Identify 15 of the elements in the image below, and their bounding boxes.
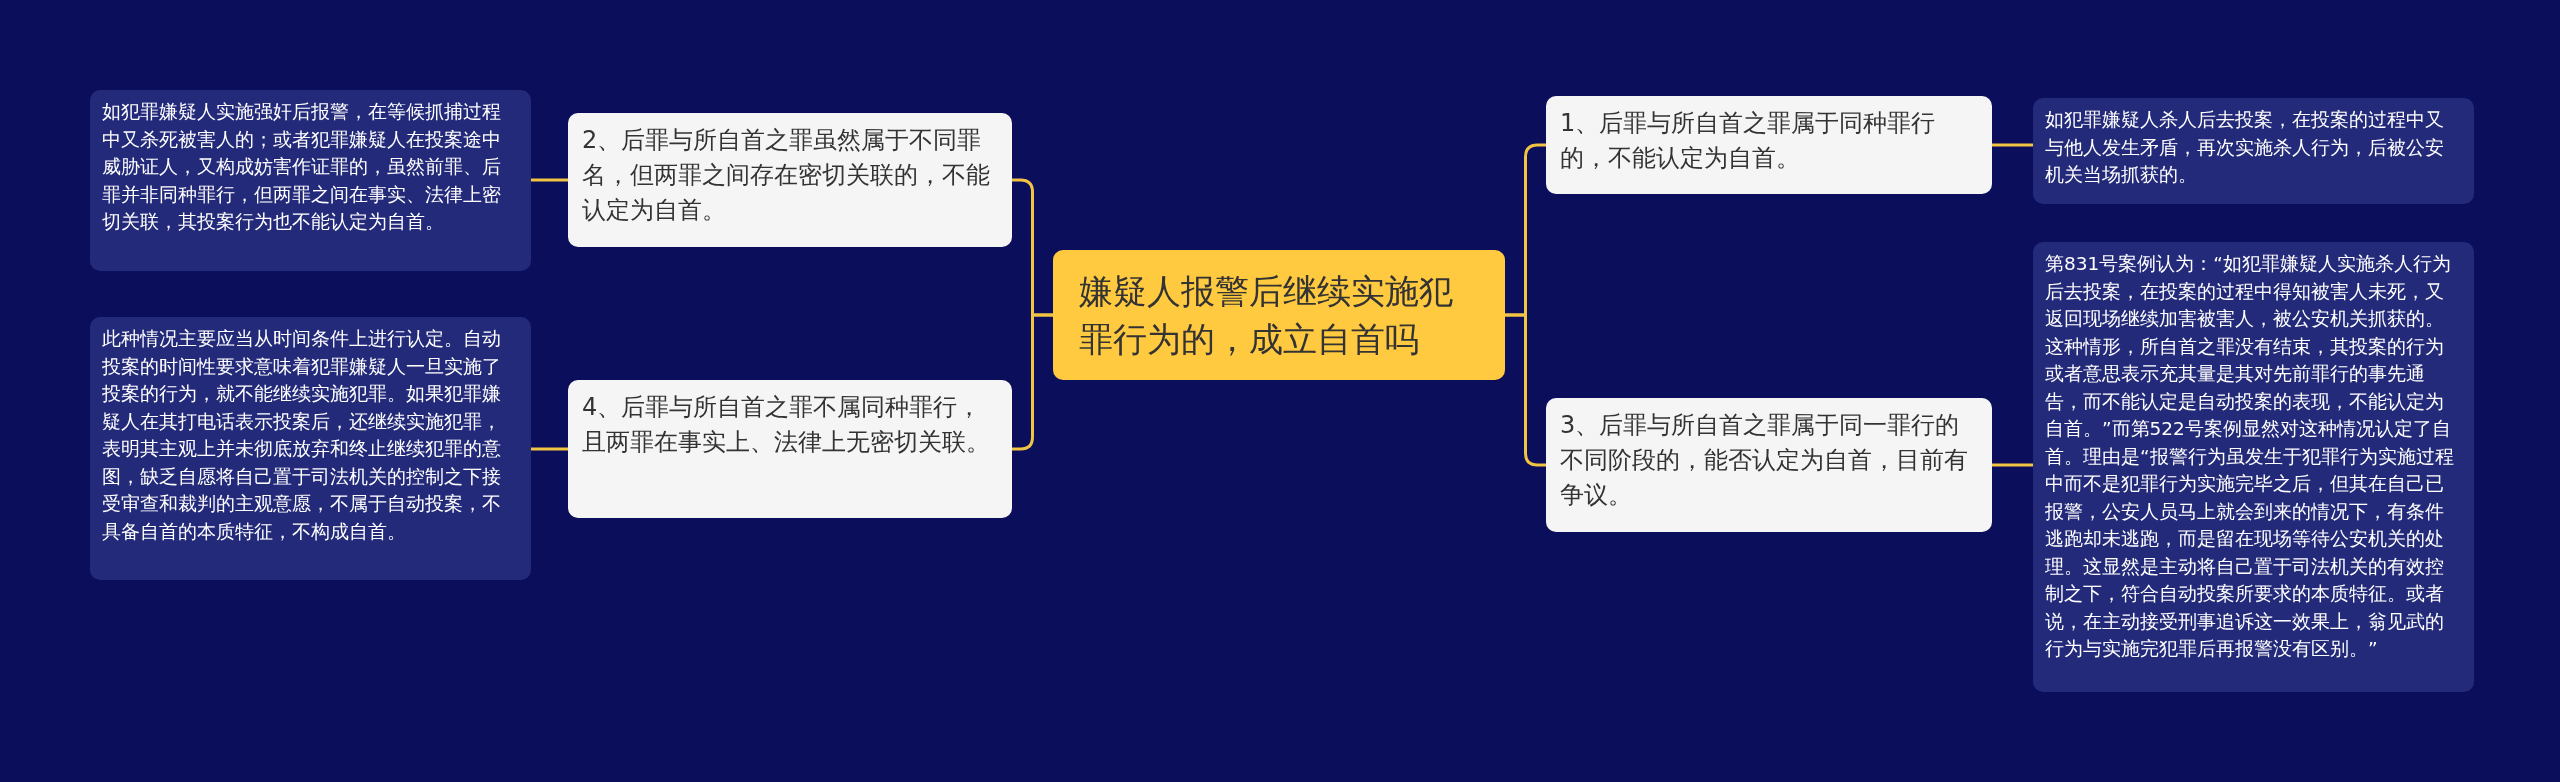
branch-box: 3、后罪与所自首之罪属于同一罪行的不同阶段的，能否认定为自首，目前有争议。 xyxy=(1546,398,1992,532)
note-box: 如犯罪嫌疑人实施强奸后报警，在等候抓捕过程中又杀死被害人的；或者犯罪嫌疑人在投案途中威胁证人，又构成妨害作证罪的，虽然前罪、后罪并非同种罪行，但两罪之间在事实、法律上密切关联，其投案行为也不能认定为自首。 xyxy=(90,90,531,271)
branch-box: 1、后罪与所自首之罪属于同种罪行的，不能认定为自首。 xyxy=(1546,96,1992,194)
connector-line xyxy=(1992,143,2033,147)
connector-line xyxy=(1012,313,1053,451)
connector-line xyxy=(531,447,568,451)
note-box: 如犯罪嫌疑人杀人后去投案，在投案的过程中又与他人发生矛盾，再次实施杀人行为，后被公安机关当场抓获的。 xyxy=(2033,98,2474,204)
connector-line xyxy=(1992,463,2033,467)
note-box: 此种情况主要应当从时间条件上进行认定。自动投案的时间性要求意味着犯罪嫌疑人一旦实施了投案的行为，就不能继续实施犯罪。如果犯罪嫌疑人在其打电话表示投案后，还继续实施犯罪，表明其主观上并未彻底放弃和终止继续犯罪的意图，缺乏自愿将自己置于司法机关的控制之下接受审查和裁判的主观意愿，不属于自动投案，不具备自首的本质特征，不构成自首。 xyxy=(90,317,531,580)
connector-line xyxy=(531,178,568,182)
connector-line xyxy=(1505,313,1546,467)
topic-box: 嫌疑人报警后继续实施犯罪行为的，成立自首吗 xyxy=(1053,250,1505,380)
branch-box: 4、后罪与所自首之罪不属同种罪行，且两罪在事实上、法律上无密切关联。 xyxy=(568,380,1012,518)
branch-box: 2、后罪与所自首之罪虽然属于不同罪名，但两罪之间存在密切关联的，不能认定为自首。 xyxy=(568,113,1012,247)
note-box: 第831号案例认为：“如犯罪嫌疑人实施杀人行为后去投案，在投案的过程中得知被害人未死，又返回现场继续加害被害人，被公安机关抓获的。这种情形，所自首之罪没有结束，其投案的行为或者意思表示充其量是其对先前罪行的事先通告，而不能认定是自动投案的表现，不能认定为自首。”而第522号案例显然对这种情况认定了自首。理由是“报警行为虽发生于犯罪行为实施过程中而不是犯罪行为实施完毕之后，但其在自己已报警，公安人员马上就会到来的情况下，有条件逃跑却未逃跑，而是留在现场等待公安机关的处理。这显然是主动将自己置于司法机关的有效控制之下，符合自动投案所要求的本质特征。或者说，在主动接受刑事追诉这一效果上，翁见武的行为与实施完犯罪后再报警没有区别。” xyxy=(2033,242,2474,692)
